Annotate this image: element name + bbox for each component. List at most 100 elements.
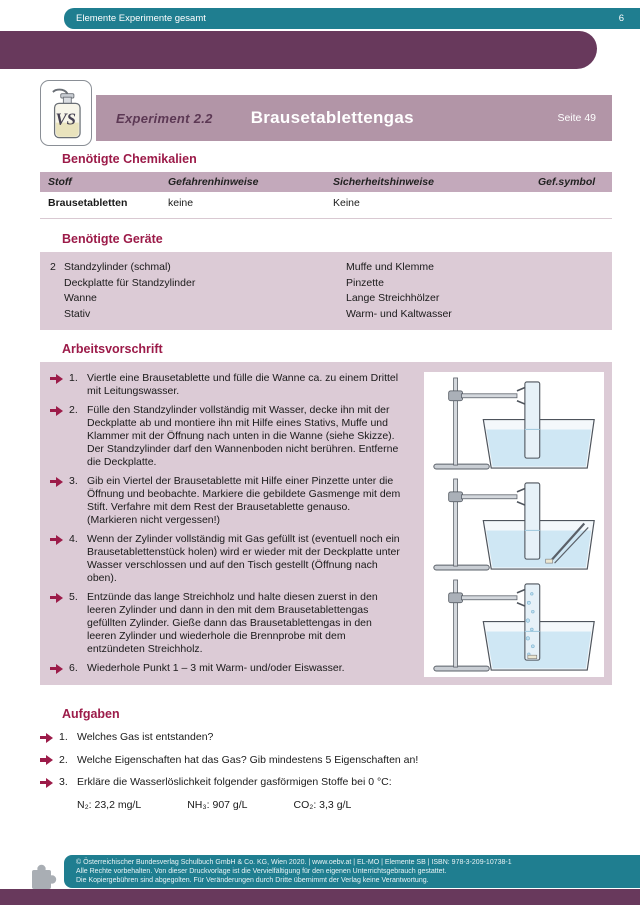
item-count bbox=[50, 276, 64, 292]
item-label: Stativ bbox=[64, 307, 91, 320]
decorative-band bbox=[0, 31, 597, 69]
task-text: Welche Eigenschaften hat das Gas? Gib mi… bbox=[77, 753, 419, 766]
task-number: 1. bbox=[59, 731, 68, 743]
solubility-co2: CO₂: 3,3 g/L bbox=[293, 798, 352, 811]
tasks-list: 1. Welches Gas ist entstanden? 2. Welche E… bbox=[40, 731, 612, 811]
cell-gefahrenhinweise: keine bbox=[168, 197, 194, 209]
arrow-bullet-icon bbox=[50, 534, 63, 545]
list-item: Warm- und Kaltwasser bbox=[346, 307, 602, 323]
experiment-icon: VS bbox=[40, 80, 92, 146]
column-header-gefsymbol: Gef.symbol bbox=[538, 176, 596, 188]
task-item: 3.Erkläre die Wasserlöslichkeit folgende… bbox=[40, 776, 612, 790]
tasks-heading: Aufgaben bbox=[62, 707, 120, 721]
step-text: Fülle den Standzylinder vollständig mit … bbox=[87, 404, 399, 468]
procedure-step: 3. Gib ein Viertel der Brausetablette mit… bbox=[50, 475, 402, 527]
item-label: Lange Streichhölzer bbox=[346, 292, 440, 304]
arrow-bullet-icon bbox=[40, 755, 53, 765]
column-header-sicherheitshinweise: Sicherheitshinweise bbox=[333, 176, 434, 188]
devices-left-column: 2 Standzylinder (schmal) Deckplatte für S… bbox=[50, 260, 346, 322]
step-number: 6. bbox=[69, 662, 78, 674]
top-header-bar: Elemente Experimente gesamt 6 bbox=[64, 8, 640, 29]
procedure-step: 2. Fülle den Standzylinder vollständig mi… bbox=[50, 404, 402, 469]
step-text: Gib ein Viertel der Brausetablette mit H… bbox=[87, 475, 401, 526]
experiment-title: Brausetablettengas bbox=[250, 108, 414, 127]
page-number: 6 bbox=[618, 13, 624, 24]
step-number: 1. bbox=[69, 372, 78, 384]
list-item: Lange Streichhölzer bbox=[346, 291, 602, 307]
item-label: Standzylinder (schmal) bbox=[64, 261, 171, 273]
task-item: 2. Welche Eigenschaften hat das Gas? Gib … bbox=[40, 754, 612, 768]
step-number: 2. bbox=[69, 404, 78, 416]
experiment-number: Experiment 2.2 bbox=[116, 110, 213, 126]
item-label: Pinzette bbox=[346, 276, 384, 289]
list-item: Deckplatte für Standzylinder bbox=[50, 276, 346, 292]
step-text: Viertle eine Brausetablette und fülle di… bbox=[87, 372, 399, 397]
footer-copyright-bar: © Österreichischer Bundesverlag Schulbuc… bbox=[64, 855, 640, 888]
solubility-values: N₂: 23,2 mg/L NH₃: 907 g/L CO₂: 3,3 g/L bbox=[77, 799, 612, 811]
arrow-bullet-icon bbox=[40, 777, 53, 788]
step-text: Wenn der Zylinder vollständig mit Gas ge… bbox=[87, 533, 400, 584]
lab-setup-illustration-1 bbox=[427, 375, 601, 472]
item-label: Warm- und Kaltwasser bbox=[346, 307, 452, 320]
cell-gefsymbol bbox=[530, 192, 612, 218]
task-number: 2. bbox=[59, 753, 68, 766]
item-count bbox=[50, 291, 64, 307]
item-count bbox=[50, 307, 64, 323]
arrow-bullet-icon bbox=[50, 476, 63, 487]
item-count: 2 bbox=[50, 261, 56, 273]
task-text: Erkläre die Wasserlöslichkeit folgender … bbox=[77, 776, 392, 788]
solubility-n2: N₂: 23,2 mg/L bbox=[77, 798, 142, 811]
arrow-bullet-icon bbox=[50, 663, 63, 674]
task-item: 1. Welches Gas ist entstanden? bbox=[40, 731, 612, 745]
step-number: 4. bbox=[69, 533, 78, 545]
devices-heading: Benötigte Geräte bbox=[62, 232, 163, 246]
arrow-bullet-icon bbox=[50, 592, 63, 603]
chemicals-heading: Benötigte Chemikalien bbox=[62, 152, 197, 166]
step-number: 3. bbox=[69, 475, 78, 487]
item-label: Wanne bbox=[64, 292, 97, 304]
procedure-steps: 1. Viertle eine Brausetablette und fülle … bbox=[50, 372, 402, 675]
item-label: Muffe und Klemme bbox=[346, 261, 434, 273]
illustration-panel bbox=[424, 372, 604, 677]
step-text: Wiederhole Punkt 1 – 3 mit Warm- und/ode… bbox=[87, 662, 345, 674]
chemicals-table-header: Stoff Gefahrenhinweise Sicherheitshinwei… bbox=[40, 172, 612, 192]
table-row: Brausetabletten keine Keine bbox=[40, 192, 612, 219]
svg-text:VS: VS bbox=[55, 109, 75, 128]
arrow-bullet-icon bbox=[40, 732, 53, 743]
arrow-bullet-icon bbox=[50, 373, 63, 384]
gas-bubbles bbox=[525, 592, 535, 656]
main-content: Benötigte Chemikalien Stoff Gefahrenhinw… bbox=[40, 150, 612, 811]
column-header-stoff: Stoff bbox=[48, 176, 72, 188]
footer-line-2: Alle Rechte vorbehalten. Von dieser Druc… bbox=[76, 868, 447, 875]
footer-decorative-bar bbox=[0, 889, 640, 905]
page-reference: Seite 49 bbox=[557, 112, 596, 124]
lab-setup-illustration-3 bbox=[427, 577, 601, 674]
cell-stoff: Brausetabletten bbox=[48, 197, 128, 209]
step-text: Entzünde das lange Streichholz und halte… bbox=[87, 591, 378, 655]
puzzle-icon bbox=[26, 860, 58, 897]
column-header-gefahrenhinweise: Gefahrenhinweise bbox=[168, 176, 259, 188]
footer-line-1: © Österreichischer Bundesverlag Schulbuc… bbox=[76, 859, 512, 866]
list-item: 2 Standzylinder (schmal) bbox=[50, 260, 346, 276]
devices-right-column: Muffe und Klemme Pinzette Lange Streichh… bbox=[346, 260, 602, 322]
procedure-step: 5.Entzünde das lange Streichholz und hal… bbox=[50, 591, 402, 656]
footer-line-3: Die Kopiergebühren sind abgegolten. Für … bbox=[76, 877, 429, 884]
list-item: Wanne bbox=[50, 291, 346, 307]
procedure-step: 4. Wenn der Zylinder vollständig mit Gas … bbox=[50, 533, 402, 585]
item-label: Deckplatte für Standzylinder bbox=[64, 276, 196, 289]
procedure-step: 6. Wiederhole Punkt 1 – 3 mit Warm- und/o… bbox=[50, 662, 402, 675]
list-item: Stativ bbox=[50, 307, 346, 323]
devices-box: 2 Standzylinder (schmal) Deckplatte für S… bbox=[40, 252, 612, 330]
list-item: Muffe und Klemme bbox=[346, 260, 602, 276]
procedure-step: 1. Viertle eine Brausetablette und fülle … bbox=[50, 372, 402, 398]
document-title: Elemente Experimente gesamt bbox=[76, 13, 206, 24]
chemicals-table: Stoff Gefahrenhinweise Sicherheitshinwei… bbox=[40, 172, 612, 219]
arrow-bullet-icon bbox=[50, 405, 63, 416]
wash-bottle-icon: VS bbox=[52, 88, 81, 139]
solubility-nh3: NH₃: 907 g/L bbox=[187, 798, 248, 811]
experiment-header: Experiment 2.2 Brausetablettengas Seite … bbox=[96, 95, 612, 141]
procedure-heading: Arbeitsvorschrift bbox=[62, 342, 163, 356]
list-item: Pinzette bbox=[346, 276, 602, 292]
task-text: Welches Gas ist entstanden? bbox=[77, 731, 214, 743]
